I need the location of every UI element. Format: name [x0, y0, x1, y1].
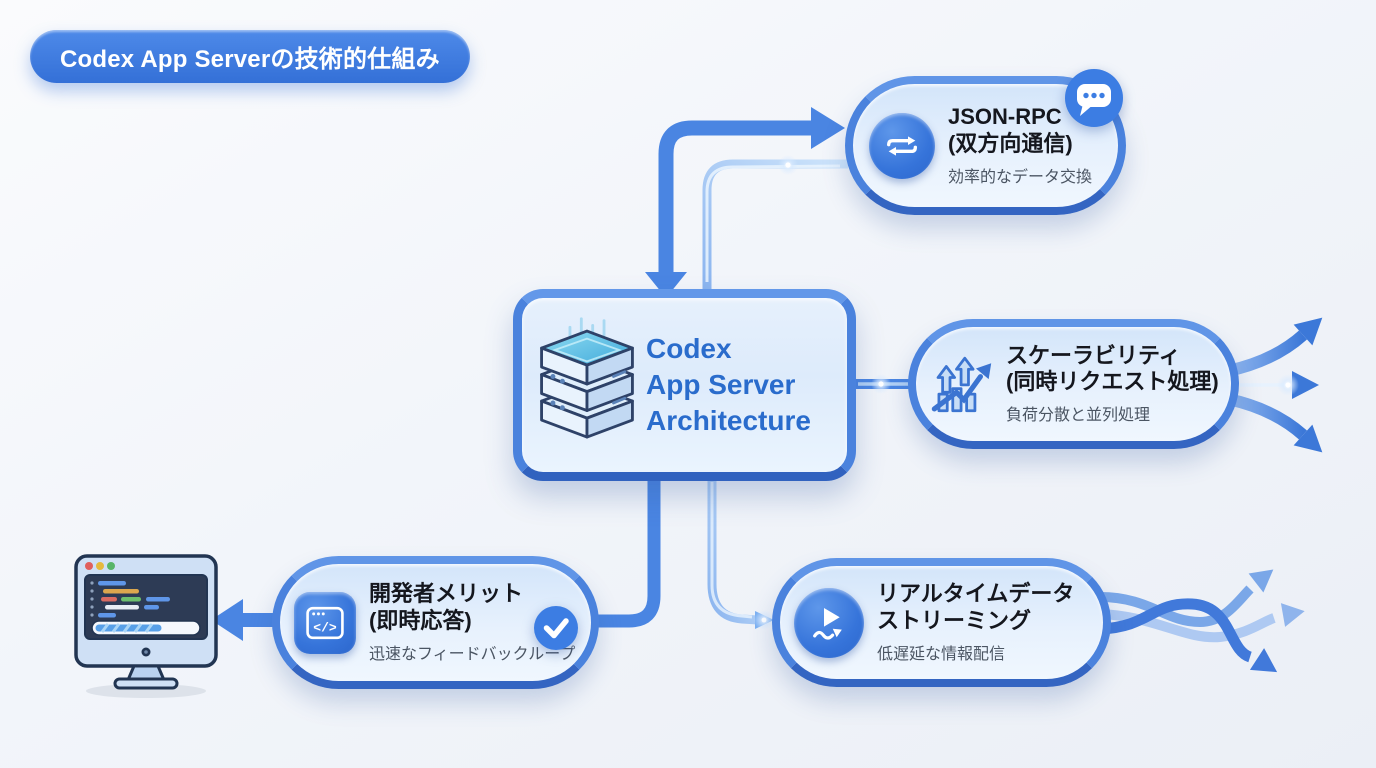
node-title-line2: ストリーミング: [877, 607, 1032, 633]
center-title-line3: Architecture: [646, 404, 811, 436]
node-title: 開発者メリット (即時応答): [369, 581, 575, 634]
node-title-line2: (即時応答): [369, 607, 472, 633]
arrow-box-to-jsonrpc: [645, 107, 845, 298]
node-subtitle: 負荷分散と並列処理: [1006, 407, 1151, 425]
node-title-line1: スケーラビリティ: [1006, 342, 1181, 368]
node-subtitle: 迅速なフィードバックループ: [369, 645, 576, 663]
center-title-line2: App Server: [646, 369, 796, 401]
chat-bubble-icon: [1064, 68, 1124, 128]
node-title-line1: リアルタイムデータ: [877, 581, 1075, 607]
center-node-title: Codex App Server Architecture: [646, 331, 811, 438]
code-lines: [98, 581, 170, 618]
node-title-line2: (同時リクエスト処理): [1006, 369, 1219, 394]
progress-bar: [91, 620, 201, 636]
arrow-developer-to-monitor: [211, 599, 276, 641]
title-banner: Codex App Serverの技術的仕組み: [30, 30, 470, 83]
code-glyph: </>: [313, 620, 337, 635]
play-stream-icon: [794, 587, 864, 658]
stream-box-to-jsonrpc: [702, 155, 848, 292]
node-subtitle: 低遅延な情報配信: [877, 645, 1006, 663]
node-subtitle: 効率的なデータ交換: [948, 168, 1093, 186]
growth-chart-icon: [926, 348, 998, 420]
node-realtime-streaming: リアルタイムデータ ストリーミング 低遅延な情報配信: [772, 558, 1111, 687]
node-center-architecture: Codex App Server Architecture: [513, 289, 856, 481]
server-stack-icon: [534, 313, 640, 457]
connector-box-to-streaming: [707, 478, 774, 630]
connector-box-to-scalability: [855, 374, 914, 394]
bidirectional-arrows-icon: [869, 112, 935, 179]
node-title-line2: (双方向通信): [948, 130, 1073, 156]
code-window-icon: </>: [294, 591, 356, 654]
node-title: リアルタイムデータ ストリーミング: [877, 581, 1074, 634]
stream-wave-arrows: [1099, 569, 1305, 673]
node-title: JSON-RPC (双方向通信): [948, 104, 1092, 157]
node-title-line1: JSON-RPC: [948, 104, 1062, 130]
traffic-light-dots: [85, 562, 115, 570]
code-editor-monitor-illustration: [68, 548, 220, 703]
node-developer-benefit: </> 開発者メリット (即時応答) 迅速なフィードバックループ: [272, 556, 599, 689]
connector-box-to-developer: [596, 478, 661, 628]
center-title-line1: Codex: [646, 333, 732, 365]
node-json-rpc: JSON-RPC (双方向通信) 効率的なデータ交換: [845, 69, 1126, 215]
node-title-line1: 開発者メリット: [369, 581, 524, 607]
fanout-arrows: [1226, 317, 1323, 453]
node-scalability: スケーラビリティ (同時リクエスト処理) 負荷分散と並列処理: [908, 319, 1239, 449]
title-banner-text: Codex App Serverの技術的仕組み: [60, 46, 440, 73]
node-title: スケーラビリティ (同時リクエスト処理): [1006, 343, 1219, 396]
checkmark-icon: [533, 605, 579, 651]
